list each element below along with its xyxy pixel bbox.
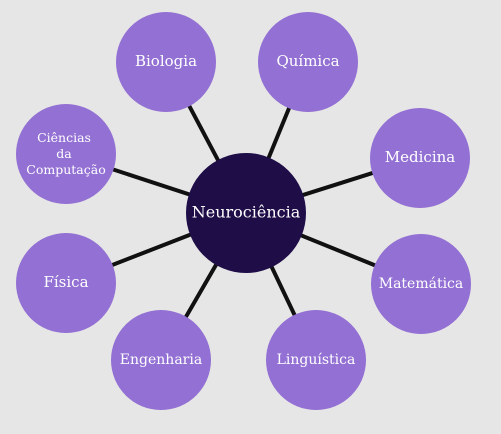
node-engenharia-circle (111, 310, 211, 410)
node-center-label: Neurociência (192, 203, 301, 222)
node-fisica-label: Física (43, 273, 88, 291)
node-linguistica: Linguística (266, 310, 366, 410)
node-linguistica-circle (266, 310, 366, 410)
node-linguistica-label: Linguística (277, 352, 356, 368)
node-medicina-label: Medicina (385, 148, 455, 166)
node-center-circle (186, 153, 306, 273)
node-engenharia-label: Engenharia (120, 352, 202, 368)
node-biologia: Biologia (116, 12, 216, 112)
node-fisica-circle (16, 233, 116, 333)
node-ciencias-computacao-line-2: da (56, 146, 72, 161)
node-matematica-label: Matemática (379, 276, 464, 292)
node-medicina: Medicina (370, 108, 470, 208)
node-center: Neurociência (186, 153, 306, 273)
node-ciencias-computacao-line-1: Ciências (37, 130, 91, 145)
node-engenharia: Engenharia (111, 310, 211, 410)
node-matematica-circle (371, 234, 471, 334)
node-matematica: Matemática (371, 234, 471, 334)
node-ciencias-computacao-line-3: Computação (26, 162, 105, 177)
node-medicina-circle (370, 108, 470, 208)
node-quimica: Química (258, 12, 358, 112)
node-biologia-label: Biologia (135, 52, 197, 70)
node-quimica-label: Química (276, 52, 339, 70)
node-quimica-circle (258, 12, 358, 112)
node-ciencias-computacao-label: Ciências da Computação (26, 130, 105, 177)
node-ciencias-computacao-circle (16, 104, 116, 204)
node-fisica: Física (16, 233, 116, 333)
node-ciencias-computacao: Ciências da Computação (16, 104, 116, 204)
node-biologia-circle (116, 12, 216, 112)
